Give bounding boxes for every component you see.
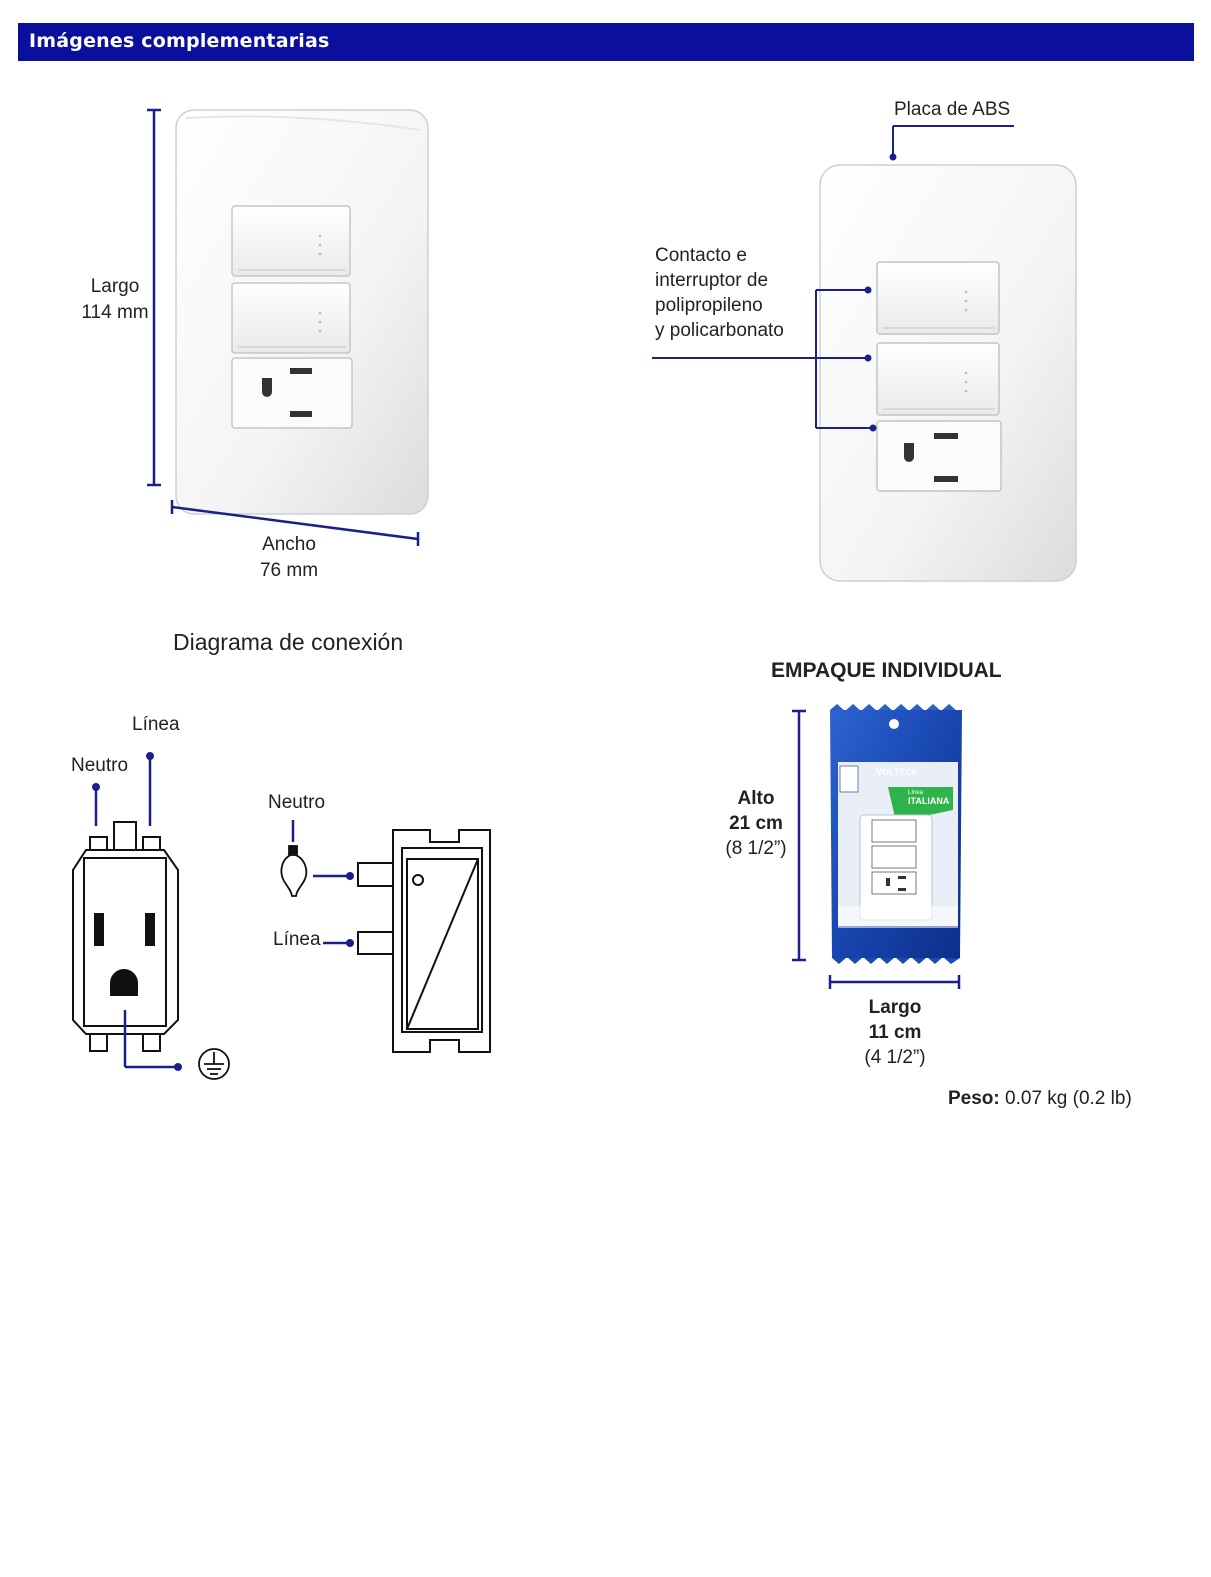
height-value: 114 mm <box>81 302 149 323</box>
connection-diagram-title: Diagrama de conexión <box>173 629 404 655</box>
package-brand-logo: VOLTECK <box>876 767 919 777</box>
outlet-wires <box>92 752 182 1071</box>
width-label: Ancho <box>262 534 316 555</box>
plate-material-label: Placa de ABS <box>894 99 1011 120</box>
package-width-value: 11 cm <box>868 1022 922 1043</box>
weight-value: 0.07 kg (0.2 lb) <box>1005 1088 1132 1109</box>
package-height-value: 21 cm <box>729 813 783 834</box>
switch-neutral-label: Neutro <box>268 792 326 813</box>
width-value: 76 mm <box>259 560 319 581</box>
outlet-neutral-label: Neutro <box>71 755 129 776</box>
light-bulb-icon <box>280 845 308 897</box>
package-image <box>830 704 962 964</box>
switch-wiring-diagram <box>357 829 491 1053</box>
package-width-inches: (4 1/2”) <box>864 1047 926 1068</box>
module-material-line-3: polipropileno <box>655 295 763 316</box>
switch-line-label: Línea <box>273 929 321 950</box>
width-dimension-line <box>170 500 420 546</box>
height-dimension-line <box>147 108 161 487</box>
package-line-small: Línea <box>908 790 924 796</box>
outlet-wiring-diagram <box>72 821 179 1052</box>
product-angled-image <box>819 164 1077 582</box>
package-width-label: Largo <box>868 997 922 1018</box>
module-material-line-1: Contacto e <box>655 245 747 266</box>
switch-wires <box>291 820 354 947</box>
ground-icon <box>198 1048 230 1080</box>
package-line-big: ITALIANA <box>908 796 950 806</box>
product-front-image <box>175 109 429 515</box>
package-height-label: Alto <box>737 788 775 809</box>
module-material-line-2: interruptor de <box>655 270 769 291</box>
weight-label: Peso: <box>948 1088 1000 1109</box>
height-label: Largo <box>90 276 140 297</box>
package-height-inches: (8 1/2”) <box>725 838 787 859</box>
package-weight: Peso: 0.07 kg (0.2 lb) <box>948 1086 1132 1112</box>
section-title: Imágenes complementarias <box>29 30 330 52</box>
module-callout-line <box>652 286 877 432</box>
packaging-title: EMPAQUE INDIVIDUAL <box>771 659 1002 682</box>
package-height-dimension-line <box>792 709 806 962</box>
section-header: Imágenes complementarias <box>18 23 1194 61</box>
package-width-dimension-line <box>828 975 961 989</box>
outlet-line-label: Línea <box>132 714 180 735</box>
plate-callout-line <box>889 125 1014 161</box>
module-material-line-4: y policarbonato <box>655 320 784 341</box>
